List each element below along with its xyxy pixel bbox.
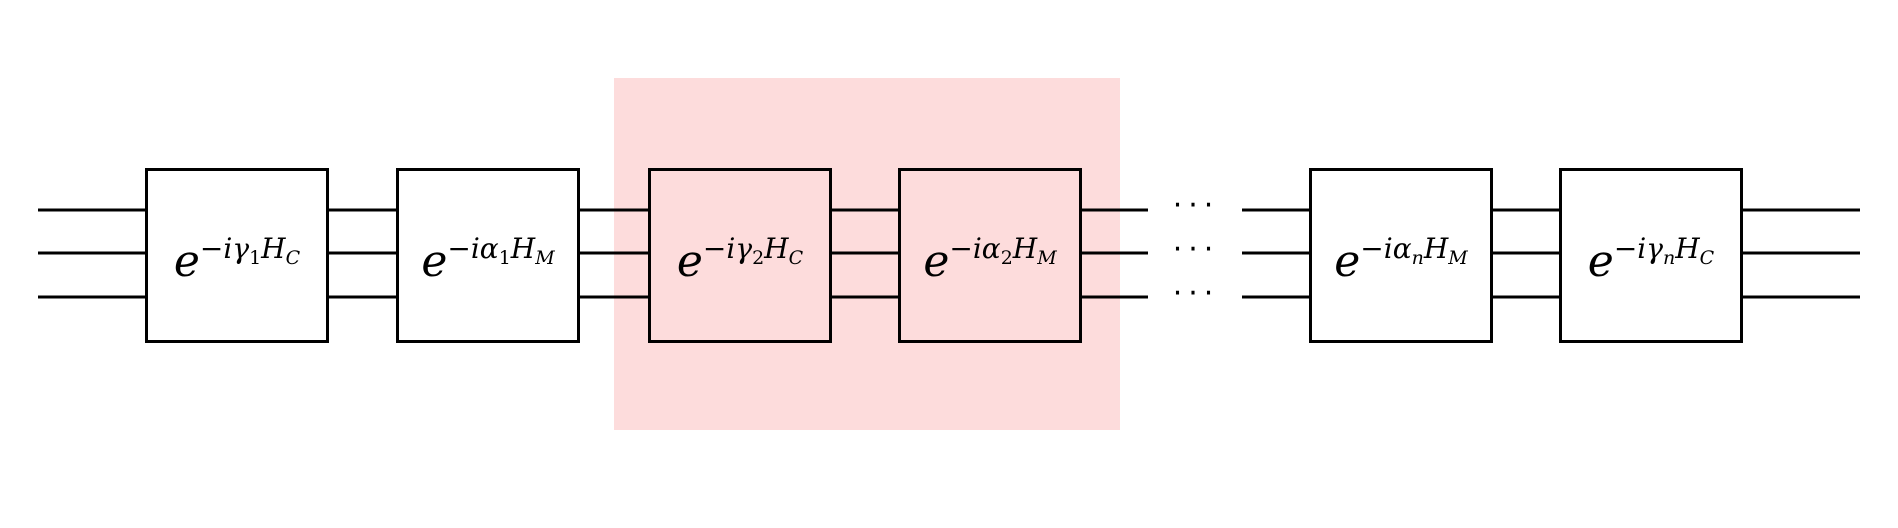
gate-gamma-2-hc: e−iγ2HC [648, 168, 832, 343]
gate-alpha-n-hm: e−iαnHM [1309, 168, 1493, 343]
gate-label: e−iα1HM [421, 231, 555, 287]
gate-alpha-2-hm: e−iα2HM [898, 168, 1082, 343]
ellipsis-wire-3: ··· [1172, 276, 1220, 311]
gate-label: e−iαnHM [1334, 231, 1468, 287]
gate-alpha-1-hm: e−iα1HM [396, 168, 580, 343]
ellipsis-wire-2: ··· [1172, 232, 1220, 267]
gate-gamma-n-hc: e−iγnHC [1559, 168, 1743, 343]
gate-label: e−iγ1HC [173, 231, 301, 287]
gate-label: e−iγnHC [1587, 231, 1715, 287]
gate-gamma-1-hc: e−iγ1HC [145, 168, 329, 343]
gate-label: e−iγ2HC [676, 231, 804, 287]
ellipsis-wire-1: ··· [1172, 188, 1220, 223]
gate-label: e−iα2HM [923, 231, 1057, 287]
